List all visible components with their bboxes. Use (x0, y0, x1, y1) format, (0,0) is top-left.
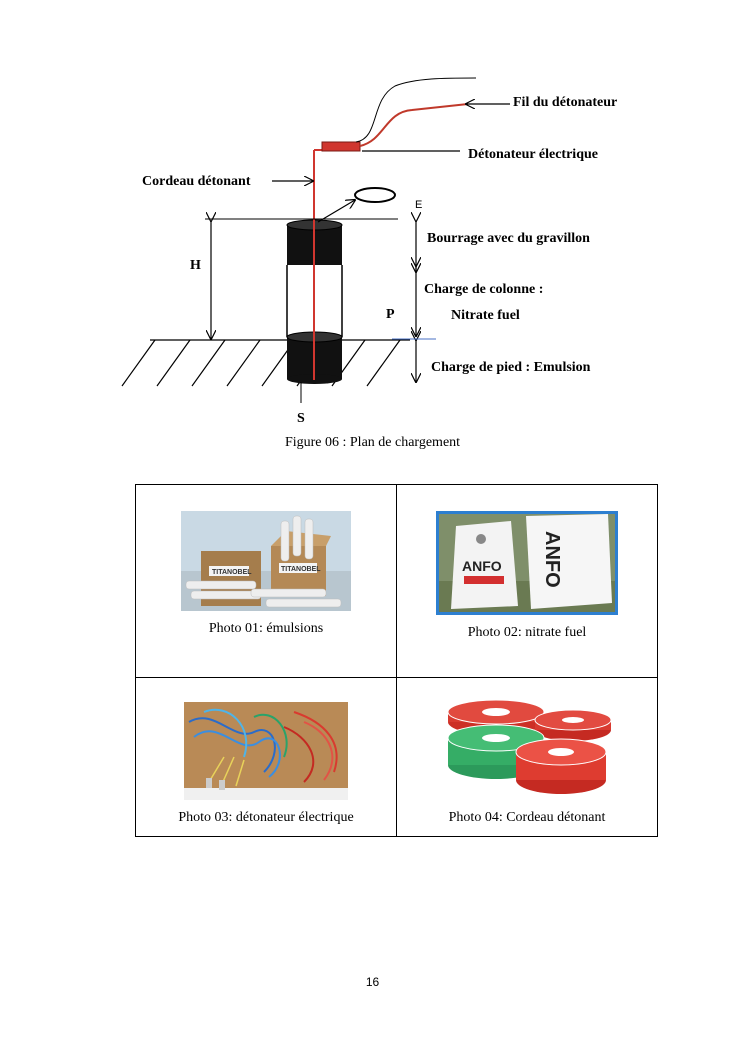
label-fil-detonateur: Fil du détonateur (513, 95, 617, 110)
photo-text-anfo-1: ANFO (462, 558, 502, 574)
photo-cell-2: ANFO ANFO Photo 02: nitrate fuel (396, 484, 658, 678)
page-number: 16 (365, 975, 380, 989)
ellipse-e (354, 187, 396, 203)
photo-cell-3: Photo 03: détonateur électrique (135, 677, 397, 837)
loading-plan-diagram: Fil du détonateur Détonateur électrique … (121, 77, 617, 426)
photo-caption-3: Photo 03: détonateur électrique (178, 810, 354, 825)
ground-hatching (121, 339, 410, 387)
photo-cordeau-detonant (441, 700, 613, 800)
label-nitrate-fuel: Nitrate fuel (451, 308, 520, 323)
detonator-wire-red (359, 103, 469, 147)
photo-caption-1: Photo 01: émulsions (208, 621, 324, 636)
photo-nitrate-fuel: ANFO ANFO (436, 511, 618, 615)
label-cordeau-detonant: Cordeau détonant (142, 174, 251, 189)
label-charge-colonne: Charge de colonne : (424, 282, 543, 297)
label-bourrage: Bourrage avec du gravillon (427, 231, 590, 246)
label-p: P (386, 307, 395, 322)
photo-table: TITANOBEL TITANOBEL Photo 01: émulsions … (135, 484, 658, 837)
label-charge-pied: Charge de pied : Emulsion (431, 360, 591, 375)
photo-text-titanobel-1: TITANOBEL (212, 569, 252, 576)
photo-detonateur-electrique (184, 702, 348, 800)
label-s: S (297, 411, 305, 426)
electric-detonator (321, 141, 361, 152)
photo-cell-1: TITANOBEL TITANOBEL Photo 01: émulsions (135, 484, 397, 678)
detonator-wire-black (355, 77, 477, 143)
photo-emulsions: TITANOBEL TITANOBEL (181, 511, 351, 611)
figure-caption: Figure 06 : Plan de chargement (284, 435, 461, 450)
photo-text-titanobel-2: TITANOBEL (281, 566, 321, 573)
photo-text-anfo-2: ANFO (541, 531, 563, 588)
photo-caption-4: Photo 04: Cordeau détonant (448, 810, 606, 825)
label-detonateur-electrique: Détonateur électrique (468, 147, 598, 162)
photo-caption-2: Photo 02: nitrate fuel (467, 625, 587, 640)
label-e: E (415, 199, 422, 211)
label-h: H (190, 258, 201, 273)
photo-cell-4: Photo 04: Cordeau détonant (396, 677, 658, 837)
